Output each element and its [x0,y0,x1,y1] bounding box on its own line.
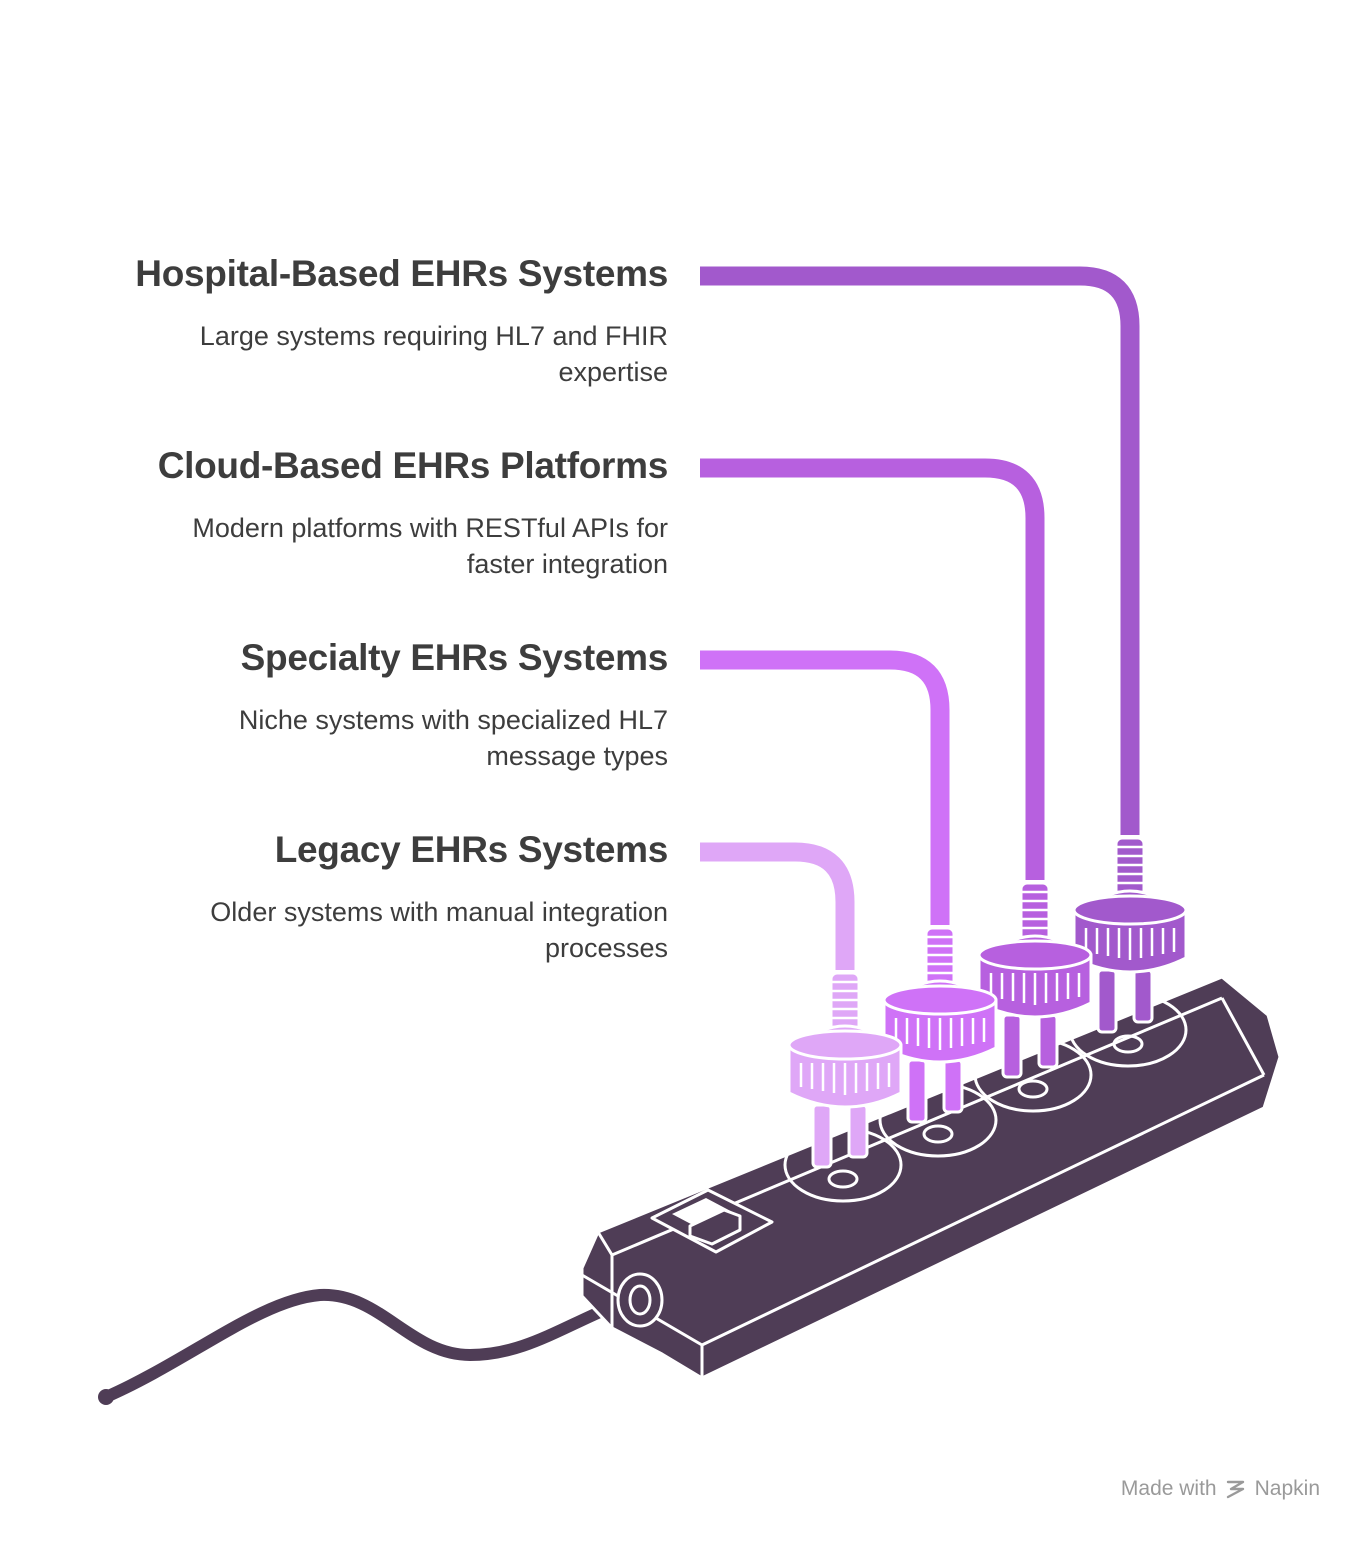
category-title: Cloud-Based EHRs Platforms [157,445,669,486]
cable-specialty [700,650,950,925]
category-title: Legacy EHRs Systems [274,829,669,870]
category-description: Niche systems with specialized HL7 messa… [238,705,668,771]
cable-hospital [700,266,1140,835]
category-description: Older systems with manual integration pr… [210,897,668,963]
category-hospital: Hospital-Based EHRs Systems Large system… [28,252,668,390]
socket [878,1082,998,1158]
category-specialty: Specialty EHRs Systems Niche systems wit… [28,636,668,774]
socket [973,1037,1093,1113]
socket [1068,992,1188,1068]
made-with-label: Made with [1120,1477,1217,1500]
socket [783,1127,903,1203]
category-title: Hospital-Based EHRs Systems [135,253,668,294]
plug [977,881,1093,1079]
category-cloud: Cloud-Based EHRs Platforms Modern platfo… [28,444,669,582]
cable-cloud [700,458,1045,880]
plug [1072,836,1188,1034]
power-cord [98,1288,646,1405]
switch [650,1188,774,1254]
brand-label: Napkin [1254,1477,1320,1500]
plugs [787,836,1188,1169]
category-description: Large systems requiring HL7 and FHIR exp… [199,321,668,387]
category-title: Specialty EHRs Systems [240,637,669,678]
category-description: Modern platforms with RESTful APIs for f… [192,513,668,579]
category-legacy: Legacy EHRs Systems Older systems with m… [28,828,668,966]
plug [787,971,903,1169]
napkin-logo-icon [1226,1480,1244,1499]
cables [700,266,1140,970]
sockets [783,992,1188,1203]
footer-credit: Made with Napkin [1121,1477,1320,1501]
cable-legacy [700,842,855,970]
